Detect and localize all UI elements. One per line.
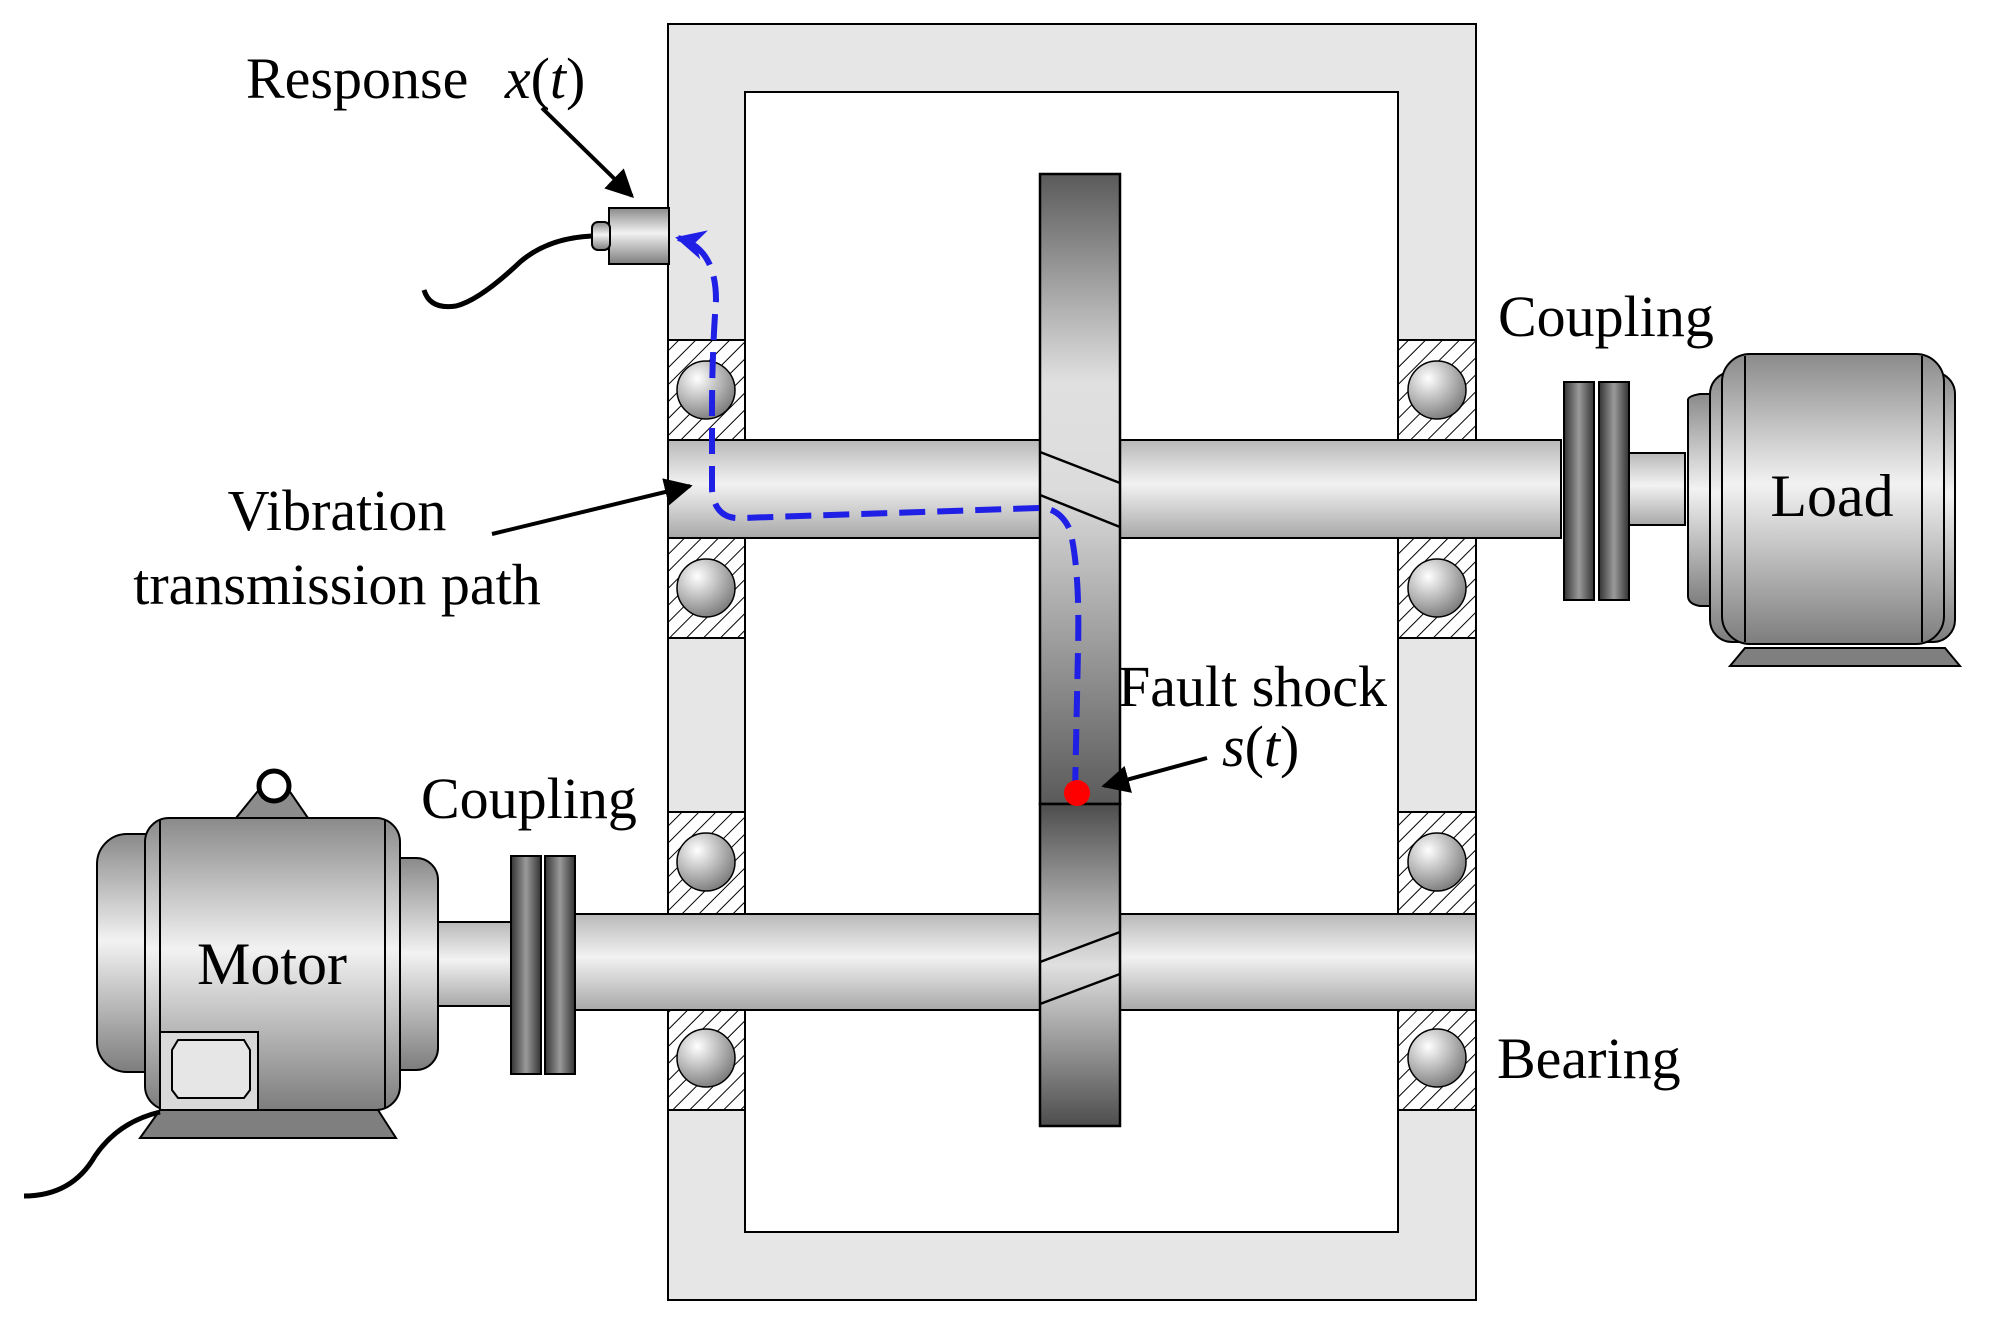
shaft-lower: [437, 913, 1477, 1011]
fault-arg: t: [1264, 714, 1282, 779]
sensor-accelerometer: [591, 207, 670, 265]
fault-symbol-label: s(t): [1222, 714, 1299, 779]
sensor-cable: [421, 233, 593, 310]
bearing-left-bottom-lower: [667, 1009, 746, 1111]
load-label: Load: [1770, 463, 1893, 529]
bearing-group: [667, 339, 1477, 1111]
response-arrow: [540, 106, 635, 198]
bearing-right-bottom-upper: [1397, 811, 1477, 915]
coupling-bottom-label: Coupling: [421, 766, 637, 831]
fault-point-marker: [1064, 780, 1090, 806]
response-symbol: x: [504, 46, 531, 111]
lower-gear: [1038, 802, 1122, 1128]
coupling-bottom-part: [510, 855, 576, 1075]
bearing-left-top-upper: [667, 339, 746, 441]
vibration-label-line2: transmission path: [133, 552, 541, 617]
bearing-right-top-upper: [1397, 339, 1477, 441]
bearing-label: Bearing: [1497, 1026, 1681, 1091]
motor-cable: [23, 1109, 161, 1199]
upper-gear: [1038, 172, 1122, 806]
load-machine: Load: [1687, 353, 1963, 667]
bearing-left-bottom-upper: [667, 811, 746, 915]
response-label: Response x(t): [246, 46, 585, 111]
motor-machine: Motor: [96, 768, 439, 1139]
fault-shock-label: Fault shock: [1118, 654, 1387, 719]
fault-arrow: [1101, 756, 1208, 793]
bearing-left-top-lower: [667, 537, 746, 639]
bearing-right-bottom-lower: [1397, 1009, 1477, 1111]
vibration-path-arrow: [491, 478, 693, 536]
response-word: Response: [246, 46, 468, 111]
coupling-top-part: [1563, 381, 1630, 601]
shaft-upper: [667, 439, 1686, 539]
vibration-label-line1: Vibration: [228, 478, 447, 543]
response-arg: t: [550, 46, 568, 111]
coupling-top-label: Coupling: [1498, 284, 1714, 349]
bearing-right-top-lower: [1397, 537, 1477, 639]
motor-label: Motor: [197, 931, 347, 997]
vibration-path: [675, 230, 1082, 794]
fault-symbol: s: [1222, 714, 1245, 779]
